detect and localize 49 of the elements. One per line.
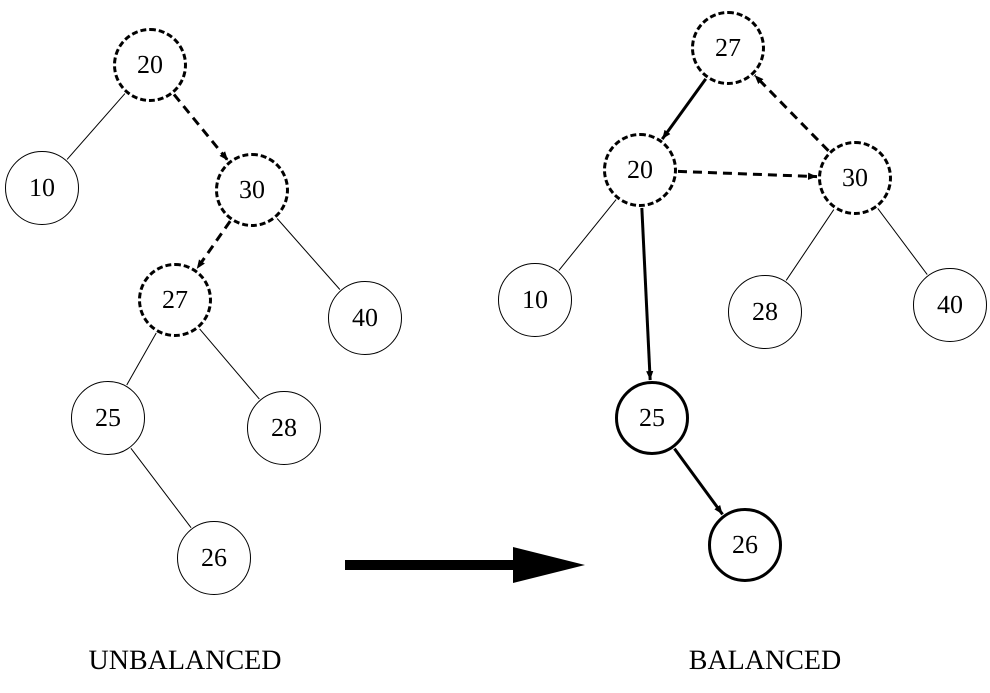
tree-node-circle xyxy=(5,151,79,225)
arrow xyxy=(673,448,724,516)
node-value: 27 xyxy=(715,33,741,63)
tree-node-circle xyxy=(615,381,689,455)
node-value: 30 xyxy=(842,163,868,193)
tree-line xyxy=(786,209,834,281)
arrow xyxy=(172,94,230,162)
tree-node-circle xyxy=(328,281,402,355)
node-value: 10 xyxy=(522,285,548,315)
node-value: 40 xyxy=(352,303,378,333)
tree-line xyxy=(877,208,928,276)
tree-caption: UNBALANCED xyxy=(88,645,282,677)
node-value: 30 xyxy=(239,175,265,205)
node-value: 27 xyxy=(162,285,188,315)
tree-line xyxy=(130,448,192,528)
tree-line xyxy=(126,332,157,386)
tree-node-circle xyxy=(913,268,987,342)
node-value: 26 xyxy=(201,543,227,573)
arrow xyxy=(196,220,232,270)
tree-line xyxy=(66,93,126,160)
tree-node-circle xyxy=(498,263,572,337)
tree-node-circle xyxy=(818,141,892,215)
node-value: 10 xyxy=(29,173,55,203)
node-value: 20 xyxy=(137,50,163,80)
arrow xyxy=(661,78,707,140)
tree-line xyxy=(199,328,260,400)
node-value: 28 xyxy=(271,413,297,443)
tree-node-circle xyxy=(215,153,289,227)
node-value: 25 xyxy=(639,403,665,433)
tree-node-circle xyxy=(113,28,187,102)
tree-node-circle xyxy=(691,11,765,85)
arrow xyxy=(640,208,654,380)
arrow xyxy=(678,170,818,180)
tree-line xyxy=(558,199,617,271)
tree-caption: BALANCED xyxy=(688,645,842,677)
tree-node-circle xyxy=(728,275,802,349)
tree-node-circle xyxy=(177,521,251,595)
arrow xyxy=(753,74,830,152)
node-value: 20 xyxy=(627,155,653,185)
tree-node-circle xyxy=(603,133,677,207)
node-value: 40 xyxy=(937,290,963,320)
node-value: 25 xyxy=(95,403,121,433)
tree-line xyxy=(276,218,340,290)
node-value: 26 xyxy=(732,530,758,560)
tree-node-circle xyxy=(138,263,212,337)
node-value: 28 xyxy=(752,297,778,327)
tree-node-circle xyxy=(71,381,145,455)
tree-node-circle xyxy=(247,391,321,465)
tree-node-circle xyxy=(708,508,782,582)
